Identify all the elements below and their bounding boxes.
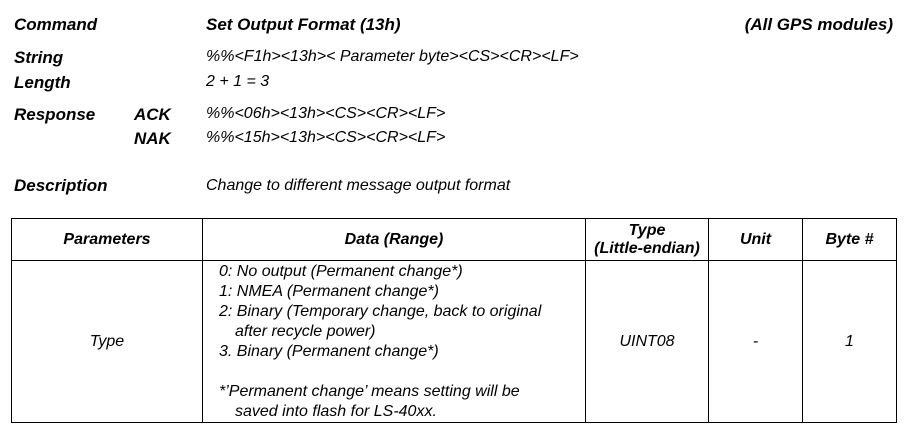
string-value: %%<F1h><13h>< Parameter byte><CS><CR><LF… (206, 48, 579, 65)
command-label: Command (14, 15, 98, 34)
nak-value: %%<15h><13h><CS><CR><LF> (206, 129, 446, 146)
ack-label: ACK (134, 105, 171, 124)
table-row: Type 0: No output (Permanent change*) 1:… (11, 260, 897, 423)
cell-data-range: 0: No output (Permanent change*) 1: NMEA… (202, 260, 586, 423)
data-line-3: after recycle power) (235, 323, 376, 340)
cell-unit: - (708, 260, 803, 423)
header-type-line1: Type (628, 221, 666, 239)
data-line-4: 3. Binary (Permanent change*) (219, 343, 439, 360)
response-label: Response (14, 105, 96, 124)
header-unit: Unit (708, 218, 803, 261)
header-byte: Byte # (802, 218, 897, 261)
data-gap (219, 362, 585, 382)
length-label: Length (14, 73, 71, 92)
header-parameters: Parameters (11, 218, 203, 261)
cell-parameter: Type (11, 260, 203, 423)
description-label: Description (14, 176, 108, 195)
data-line-2: 2: Binary (Temporary change, back to ori… (219, 303, 542, 320)
data-line-6: saved into flash for LS-40xx. (235, 403, 437, 420)
data-line-5: *’Permanent change’ means setting will b… (219, 383, 520, 400)
header-type-line2: (Little-endian) (594, 239, 700, 257)
parameters-table: Parameters Data (Range) Type (Little-end… (11, 218, 897, 423)
table-header-row: Parameters Data (Range) Type (Little-end… (11, 218, 897, 261)
data-line-0: 0: No output (Permanent change*) (219, 263, 463, 280)
ack-value: %%<06h><13h><CS><CR><LF> (206, 105, 446, 122)
header-type: Type (Little-endian) (585, 218, 709, 261)
command-value: Set Output Format (13h) (206, 15, 401, 34)
description-value: Change to different message output forma… (206, 177, 511, 194)
cell-byte: 1 (802, 260, 897, 423)
string-label: String (14, 48, 64, 67)
length-value: 2 + 1 = 3 (206, 73, 270, 90)
scope-label: (All GPS modules) (744, 15, 893, 34)
cell-type: UINT08 (585, 260, 709, 423)
header-data-range: Data (Range) (202, 218, 586, 261)
data-line-1: 1: NMEA (Permanent change*) (219, 283, 439, 300)
nak-label: NAK (134, 129, 171, 148)
